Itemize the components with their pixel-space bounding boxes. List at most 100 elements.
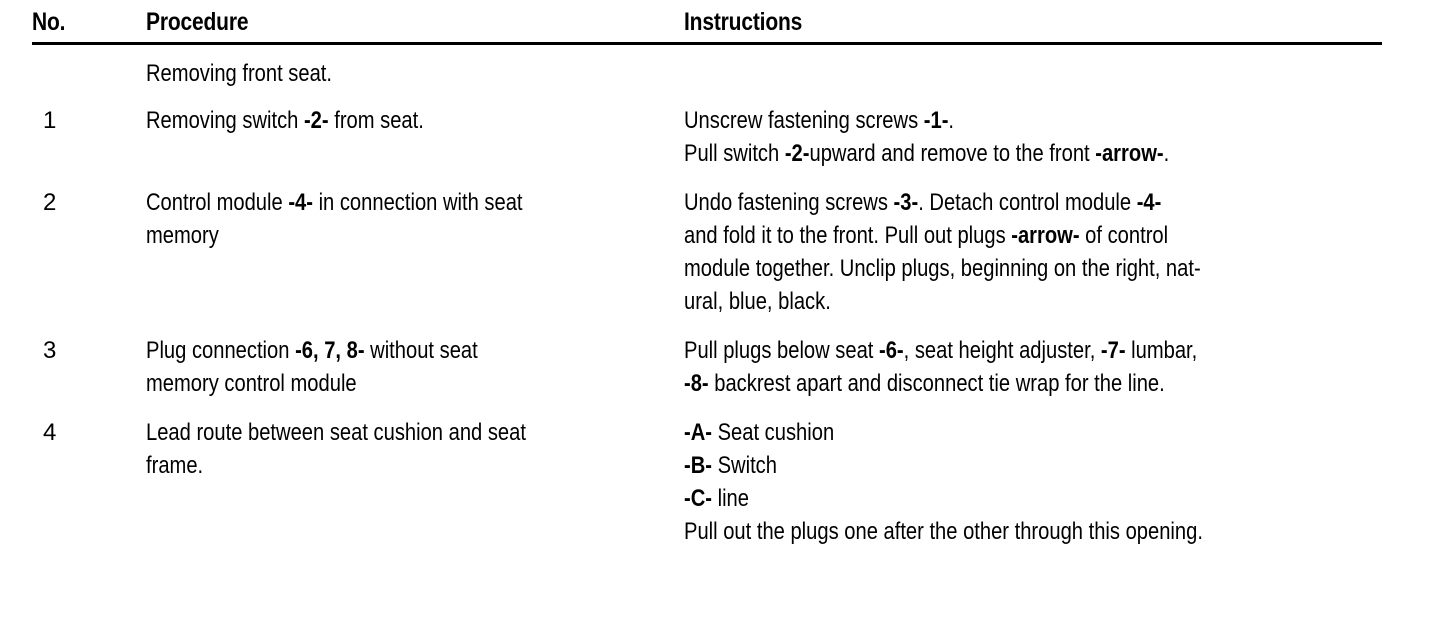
procedure-table: No. Procedure Instructions Removing fron… [32, 8, 1382, 548]
column-header-no: No. [32, 8, 146, 45]
instruction-line-text: ural, blue, black. [684, 285, 831, 318]
text-run: Lead route between seat cushion and seat [146, 419, 526, 446]
procedure-line-text: memory control module [146, 367, 357, 400]
row-spacer-cell [146, 90, 684, 104]
text-run: memory control module [146, 370, 357, 397]
text-run: frame. [146, 452, 204, 479]
callout-reference: -7- [1100, 337, 1126, 364]
row-number: 3 [43, 337, 57, 364]
text-run: . Detach control module [918, 189, 1137, 216]
row-spacer-cell [684, 90, 1382, 104]
procedure-line-text: frame. [146, 449, 203, 482]
row-spacer [32, 170, 1382, 186]
instruction-line: -B- Switch [684, 449, 1382, 482]
row-number: 2 [43, 189, 57, 216]
instruction-line: and fold it to the front. Pull out plugs… [684, 219, 1382, 252]
text-run: in connection with seat [312, 189, 523, 216]
row-instructions: Pull plugs below seat -6-, seat height a… [684, 334, 1382, 400]
row-procedure: Lead route between seat cushion and seat… [146, 416, 684, 548]
text-run: . [1163, 140, 1170, 167]
text-run: Pull out the plugs one after the other t… [684, 518, 1203, 545]
procedure-line: Removing switch -2- from seat. [146, 104, 676, 137]
text-run: without seat [364, 337, 478, 364]
text-run: Plug connection [146, 337, 296, 364]
row-procedure: Plug connection -6, 7, 8- without seat me… [146, 334, 684, 400]
row-spacer-cell [684, 44, 1382, 58]
row-spacer [32, 90, 1382, 104]
procedure-line-text: Plug connection -6, 7, 8- without seat [146, 334, 478, 367]
callout-reference: -B- [684, 452, 712, 479]
text-run: Undo fastening screws [684, 189, 894, 216]
instruction-line: Undo fastening screws -3-. Detach contro… [684, 186, 1382, 219]
callout-reference: -1- [923, 107, 949, 134]
table-row: 3 Plug connection -6, 7, 8- without seat m… [32, 334, 1382, 400]
text-run: memory [146, 222, 219, 249]
instruction-line: module together. Unclip plugs, beginning… [684, 252, 1382, 285]
row-spacer-cell [32, 90, 146, 104]
text-run: , seat height adjuster, [903, 337, 1101, 364]
row-procedure: Removing switch -2- from seat. [146, 104, 684, 170]
text-run: lumbar, [1125, 337, 1198, 364]
procedure-line-text: memory [146, 219, 219, 252]
text-run: Pull plugs below seat [684, 337, 879, 364]
instruction-line: Unscrew fastening screws -1-. [684, 104, 1382, 137]
callout-reference: -4- [288, 189, 313, 216]
text-run: module together. Unclip plugs, beginning… [684, 255, 1201, 282]
instruction-line: -A- Seat cushion [684, 416, 1382, 449]
instruction-line: Pull plugs below seat -6-, seat height a… [684, 334, 1382, 367]
callout-reference: -6- [878, 337, 904, 364]
column-header-no-label: No. [32, 8, 66, 36]
text-run: and fold it to the front. Pull out plugs [684, 222, 1012, 249]
procedure-line-text: Removing front seat. [146, 57, 332, 90]
table-header: No. Procedure Instructions [32, 8, 1382, 45]
instruction-line-text: -A- Seat cushion [684, 416, 834, 449]
row-spacer [32, 400, 1382, 416]
table-row: 2 Control module -4- in connection with s… [32, 186, 1382, 318]
procedure-line: Removing front seat. [146, 57, 676, 90]
procedure-line: Control module -4- in connection with se… [146, 186, 676, 219]
text-run: Removing switch [146, 107, 304, 134]
row-spacer-cell [146, 170, 684, 186]
text-run: line [711, 485, 749, 512]
instruction-line: ural, blue, black. [684, 285, 1382, 318]
row-procedure: Control module -4- in connection with se… [146, 186, 684, 318]
column-header-procedure-label: Procedure [146, 8, 249, 36]
callout-reference: -6, 7, 8- [295, 337, 365, 364]
row-instructions: Undo fastening screws -3-. Detach contro… [684, 186, 1382, 318]
row-instructions: Unscrew fastening screws -1-.Pull switch… [684, 104, 1382, 170]
column-header-procedure: Procedure [146, 8, 684, 45]
instruction-line: -C- line [684, 482, 1382, 515]
procedure-line: memory control module [146, 367, 676, 400]
procedure-line: Lead route between seat cushion and seat [146, 416, 676, 449]
instruction-line-text: Pull out the plugs one after the other t… [684, 515, 1203, 548]
column-header-instructions-label: Instructions [684, 8, 803, 36]
procedure-line: memory [146, 219, 676, 252]
procedure-line: Plug connection -6, 7, 8- without seat [146, 334, 676, 367]
text-run: Pull switch [684, 140, 785, 167]
callout-reference: -arrow- [1095, 140, 1164, 167]
callout-reference: -2- [784, 140, 810, 167]
callout-reference: -4- [1136, 189, 1162, 216]
text-run: . [948, 107, 955, 134]
row-spacer-cell [684, 170, 1382, 186]
text-run: from seat. [328, 107, 424, 134]
instruction-line-text: module together. Unclip plugs, beginning… [684, 252, 1201, 285]
procedure-line-text: Control module -4- in connection with se… [146, 186, 523, 219]
column-header-instructions: Instructions [684, 8, 1382, 45]
row-spacer [32, 318, 1382, 334]
text-run: Seat cushion [711, 419, 835, 446]
instruction-line-text: -8- backrest apart and disconnect tie wr… [684, 367, 1165, 400]
row-spacer-cell [146, 44, 684, 58]
text-run: Switch [711, 452, 777, 479]
row-spacer-cell [684, 318, 1382, 334]
callout-reference: -3- [893, 189, 919, 216]
row-instructions [684, 57, 1382, 90]
callout-reference: -A- [684, 419, 712, 446]
procedure-line: frame. [146, 449, 676, 482]
instruction-line-text: Unscrew fastening screws -1-. [684, 104, 954, 137]
instruction-line-text: Pull switch -2-upward and remove to the … [684, 137, 1169, 170]
row-spacer-cell [684, 400, 1382, 416]
row-spacer-cell [32, 318, 146, 334]
